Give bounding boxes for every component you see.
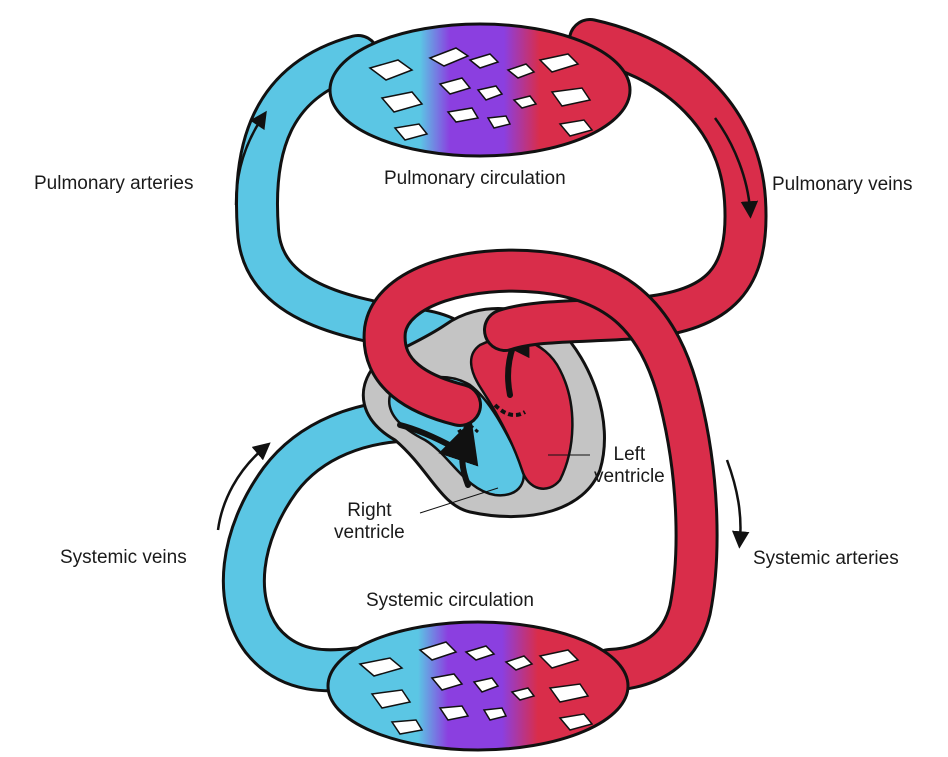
oxygenated-vessel: [362, 18, 768, 692]
systemic-veins-arrow-icon: [216, 442, 271, 531]
systemic-capillary-bed: [326, 620, 630, 752]
systemic-veins-label: Systemic veins: [60, 547, 187, 568]
pulmonary-arteries-label: Pulmonary arteries: [34, 173, 194, 194]
left-ventricle-chamber: [470, 336, 574, 490]
pulmonary-circulation-label: Pulmonary circulation: [384, 168, 566, 189]
left-ventricle-label: Left ventricle: [594, 444, 665, 487]
pulmonary-capillary-bed: [328, 22, 632, 158]
systemic-circulation-label: Systemic circulation: [366, 590, 534, 611]
right-ventricle-leader-line: [419, 487, 499, 514]
pulmonary-veins-label: Pulmonary veins: [772, 174, 913, 195]
right-ventricle-label: Right ventricle: [334, 500, 405, 543]
systemic-arteries-arrow-icon: [725, 459, 750, 549]
systemic-arteries-label: Systemic arteries: [753, 548, 899, 569]
pulmonary-veins-arrow-icon: [713, 117, 759, 219]
heart: [361, 307, 606, 519]
pulmonary-arteries-arrow-icon: [234, 110, 267, 206]
